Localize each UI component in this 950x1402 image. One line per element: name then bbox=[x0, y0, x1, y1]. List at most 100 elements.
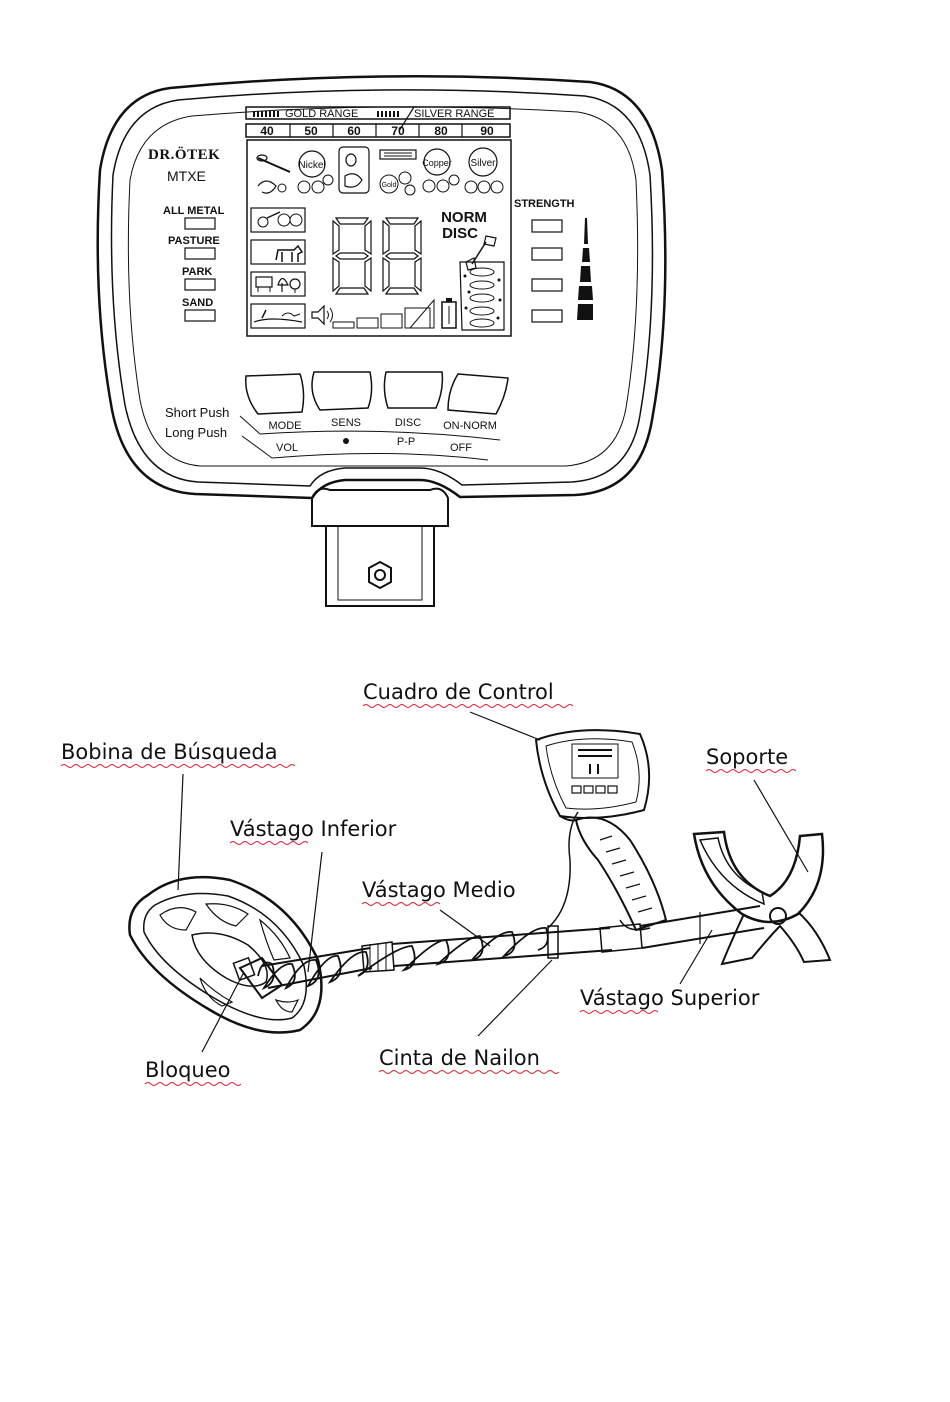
battery-icon bbox=[441, 298, 457, 329]
control-box-small bbox=[534, 729, 651, 822]
leader-upper-shaft bbox=[679, 929, 713, 985]
strength-bars-icon bbox=[577, 218, 593, 320]
callout-search-coil: Bobina de Búsqueda bbox=[61, 740, 278, 764]
digit-1 bbox=[332, 217, 372, 295]
gold-label: Gold bbox=[382, 182, 397, 189]
nickel-coin-icon: Nickel bbox=[297, 150, 334, 194]
disc-button[interactable] bbox=[383, 371, 444, 409]
screw-nut-icon bbox=[368, 560, 392, 590]
pull-tab-icon bbox=[338, 146, 370, 194]
sens-button[interactable] bbox=[311, 371, 373, 411]
callout-lower-shaft: Vástago Inferior bbox=[230, 817, 397, 841]
range-scale-90: 90 bbox=[480, 124, 494, 138]
nickel-label: Nickel bbox=[298, 160, 325, 171]
callout-middle-shaft: Vástago Medio bbox=[362, 878, 516, 902]
pasture-pictogram-icon bbox=[250, 239, 306, 265]
brand-logo: DR.ÖTEK bbox=[148, 146, 220, 163]
copper-label: Copper bbox=[422, 158, 452, 168]
disc-indicator: DISC bbox=[442, 225, 478, 242]
metal-icon-row: Nickel Gold bbox=[256, 146, 504, 196]
mini-lcd bbox=[571, 743, 619, 779]
copper-coin-icon: Copper bbox=[422, 148, 460, 193]
vol-label: VOL bbox=[276, 442, 298, 454]
callout-control-box: Cuadro de Control bbox=[363, 680, 554, 704]
silver-range-ticks-icon bbox=[377, 111, 399, 117]
search-coil bbox=[128, 875, 323, 1034]
lcd-screen: Nickel Gold bbox=[246, 139, 512, 337]
upper-shaft bbox=[639, 905, 765, 949]
panel-housing-inner bbox=[110, 89, 654, 487]
panel-bezel bbox=[127, 106, 639, 467]
shovel-icon bbox=[465, 235, 497, 271]
short-push-curve bbox=[259, 430, 501, 441]
long-push-leader bbox=[241, 435, 273, 459]
mode-park-indicator bbox=[184, 278, 216, 291]
coil-cable bbox=[257, 927, 549, 990]
long-push-label: Long Push bbox=[165, 425, 227, 440]
callout-support: Soporte bbox=[706, 745, 788, 769]
silver-range-label: SILVER RANGE bbox=[414, 108, 495, 120]
off-label: OFF bbox=[450, 442, 472, 454]
leader-nylon-strap bbox=[477, 959, 553, 1037]
lower-shaft bbox=[232, 941, 395, 1000]
norm-indicator: NORM bbox=[441, 209, 487, 226]
leader-control-box bbox=[469, 711, 541, 741]
mode-pasture-label: PASTURE bbox=[168, 235, 220, 247]
leader-lock bbox=[201, 971, 245, 1053]
range-scale-60: 60 bbox=[347, 124, 361, 138]
mode-pasture-indicator bbox=[184, 247, 216, 260]
range-scale-40: 40 bbox=[260, 124, 274, 138]
strength-indicator-1 bbox=[531, 219, 563, 233]
panel-housing-outer bbox=[96, 74, 667, 500]
mode-all-metal-indicator bbox=[184, 217, 216, 230]
mode-sand-label: SAND bbox=[182, 297, 213, 309]
leader-support bbox=[753, 779, 809, 873]
mode-button[interactable] bbox=[245, 373, 305, 415]
range-bar-divider bbox=[398, 106, 415, 132]
handle-grip bbox=[574, 816, 668, 932]
callout-nylon-strap: Cinta de Nailon bbox=[379, 1046, 540, 1070]
sand-pictogram-icon bbox=[250, 303, 306, 329]
mode-sand-indicator bbox=[184, 309, 216, 322]
depth-gauge-icon bbox=[459, 261, 505, 331]
callout-lock: Bloqueo bbox=[145, 1058, 231, 1082]
range-scale-80: 80 bbox=[434, 124, 448, 138]
strength-indicator-4 bbox=[531, 309, 563, 323]
pinpoint-label: P-P bbox=[397, 436, 415, 448]
speaker-icon bbox=[311, 304, 333, 326]
range-scale-50: 50 bbox=[304, 124, 318, 138]
leader-middle-shaft bbox=[439, 909, 491, 947]
model-name: MTXE bbox=[167, 168, 206, 184]
long-push-curve bbox=[271, 452, 489, 461]
mode-button-label: MODE bbox=[269, 420, 302, 432]
range-bar: GOLD RANGE SILVER RANGE 40 50 60 70 80 9… bbox=[245, 106, 511, 138]
nail-icon bbox=[256, 154, 291, 194]
callout-upper-shaft: Vástago Superior bbox=[580, 986, 760, 1010]
silver-coin-icon: Silver bbox=[464, 147, 504, 194]
gold-range-label: GOLD RANGE bbox=[285, 108, 358, 120]
detector-assembly bbox=[128, 729, 832, 1034]
strength-indicator-3 bbox=[531, 278, 563, 292]
silver-label: Silver bbox=[470, 158, 496, 169]
park-pictogram-icon bbox=[250, 271, 306, 297]
disc-button-label: DISC bbox=[395, 417, 421, 429]
short-push-label: Short Push bbox=[165, 405, 229, 420]
on-norm-button[interactable] bbox=[447, 373, 509, 415]
mode-park-label: PARK bbox=[182, 266, 212, 278]
strength-label: STRENGTH bbox=[514, 198, 575, 210]
volume-level-bars bbox=[332, 298, 435, 329]
pinpoint-icon bbox=[343, 438, 349, 444]
all-metal-pictogram-icon bbox=[250, 207, 306, 233]
short-push-leader bbox=[239, 415, 261, 435]
range-scale-70: 70 bbox=[391, 124, 405, 138]
button-row bbox=[245, 371, 509, 415]
on-norm-button-label: ON-NORM bbox=[443, 420, 497, 432]
lock-knob[interactable] bbox=[232, 956, 256, 982]
middle-shaft bbox=[391, 923, 643, 967]
sens-button-label: SENS bbox=[331, 417, 361, 429]
leader-lower-shaft bbox=[307, 851, 323, 973]
handle-connector bbox=[311, 487, 449, 607]
mode-all-metal-label: ALL METAL bbox=[163, 205, 225, 217]
seven-segment-display bbox=[332, 217, 422, 295]
